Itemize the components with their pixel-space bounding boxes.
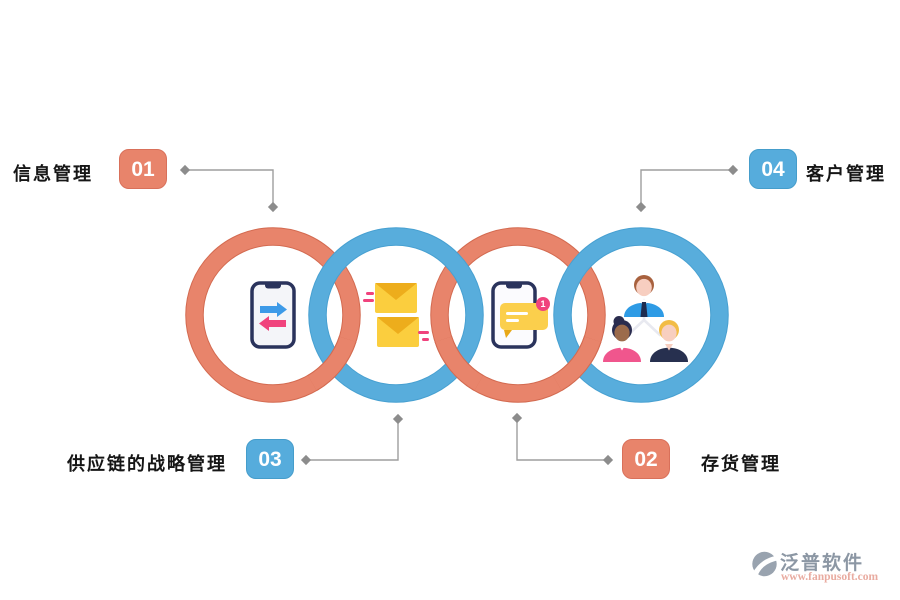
fanpu-logo-icon (752, 551, 778, 577)
connector-step-04 (640, 169, 733, 207)
ring-1 (185, 227, 361, 403)
envelope-icon (377, 317, 419, 347)
diamond-icon (511, 412, 523, 424)
step-label-information-management: 信息管理 (13, 164, 93, 184)
diamond-icon (267, 201, 279, 213)
connector-lines (185, 169, 733, 461)
diamond-icon (179, 164, 191, 176)
motion-dashes-icon (363, 292, 429, 341)
watermark-url: www.fanpusoft.com (781, 571, 879, 583)
envelope-icon (375, 283, 417, 313)
team-people-icon (603, 275, 688, 362)
step-label-supply-chain-strategy: 供应链的战略管理 (67, 454, 227, 474)
step-label-inventory-management: 存货管理 (701, 454, 781, 474)
mail-envelopes-icon (363, 283, 429, 347)
watermark-brand: 泛普软件 (780, 553, 865, 574)
person-man-icon (650, 320, 688, 362)
connector-step-03 (306, 419, 399, 461)
person-manager-icon (624, 275, 664, 317)
notification-badge-icon (536, 297, 550, 311)
diamond-icon (300, 454, 312, 466)
step-badge-04: 04 (749, 149, 797, 189)
ring-weave-patches (307, 336, 602, 391)
chat-bubble-icon: 1 (500, 297, 550, 338)
diamond-icon (635, 201, 647, 213)
diamond-icon (727, 164, 739, 176)
step-badge-02: 02 (622, 439, 670, 479)
arrow-left-icon (259, 316, 286, 331)
arrow-right-icon (260, 302, 287, 317)
step-label-customer-management: 客户管理 (806, 164, 886, 184)
connector-step-01 (185, 169, 274, 207)
ring-3 (430, 227, 606, 403)
ring-4 (553, 227, 729, 403)
step-badge-03: 03 (246, 439, 294, 479)
connector-step-02 (516, 418, 608, 461)
person-woman-icon (603, 316, 641, 362)
notification-count: 1 (540, 299, 545, 309)
diamond-icon (392, 413, 404, 425)
phone-data-transfer-icon (250, 281, 296, 349)
ring-2 (308, 227, 484, 403)
phone-chat-notification-icon: 1 (491, 281, 550, 349)
step-badge-01: 01 (119, 149, 167, 189)
diamond-icon (602, 454, 614, 466)
